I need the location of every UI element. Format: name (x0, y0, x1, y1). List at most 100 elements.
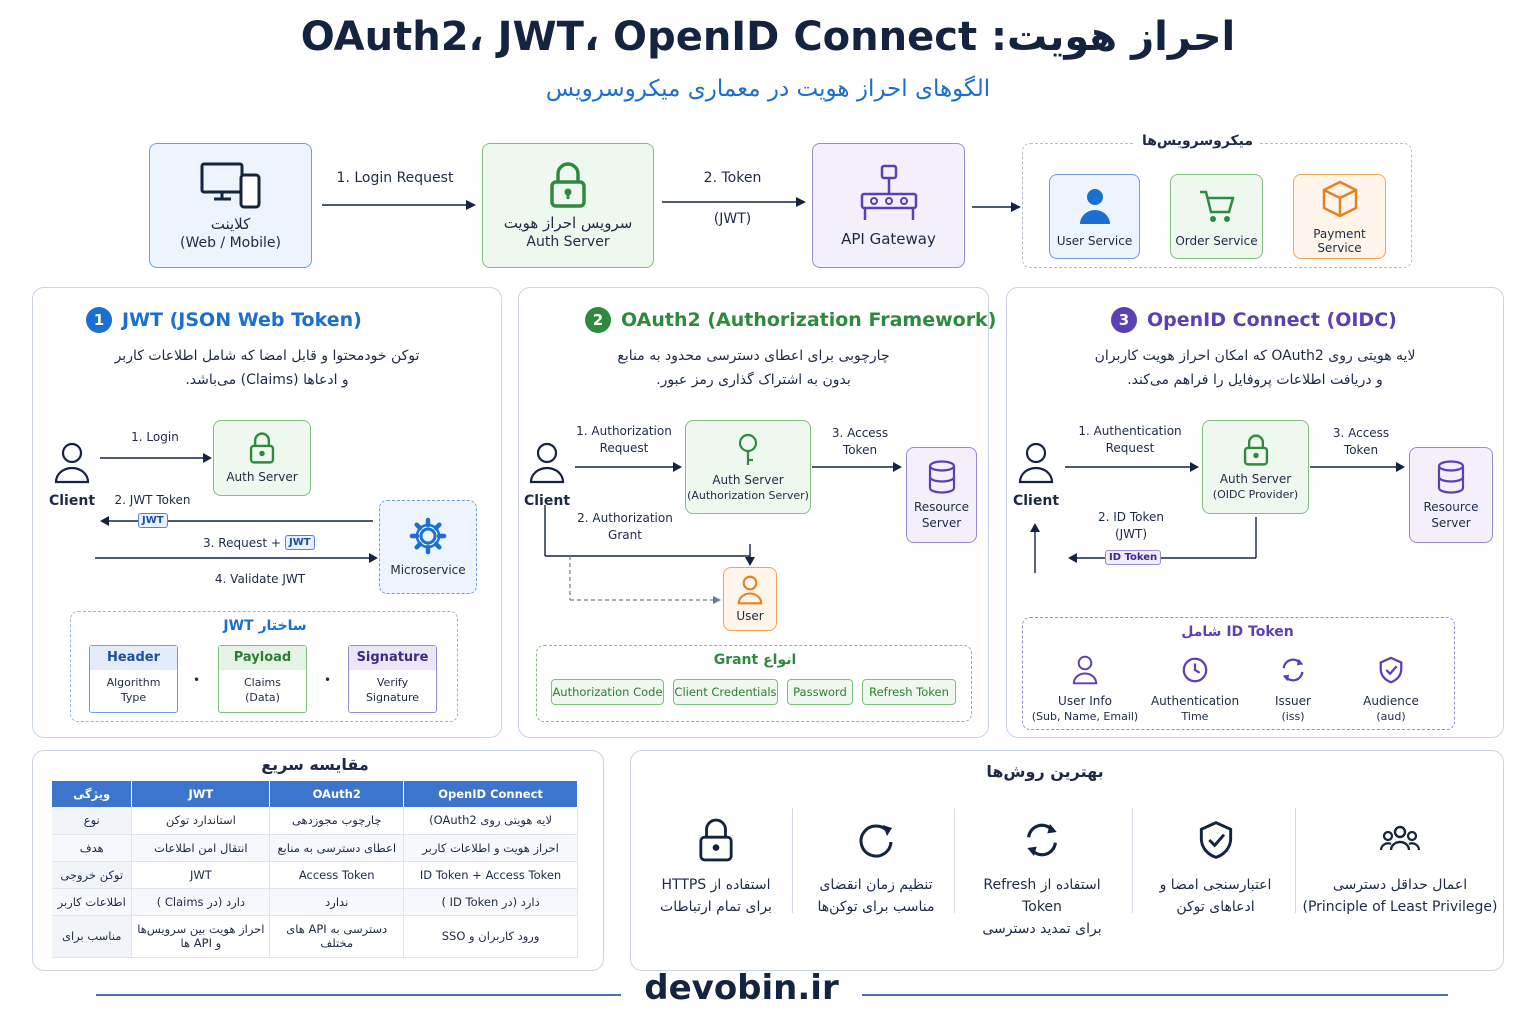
table-cell: چارچوب مجوزدهی (269, 807, 405, 835)
divider (1132, 808, 1133, 913)
jwt-structure-title: ساختار JWT (223, 618, 307, 634)
table-cell: احراز هویت و اطلاعات کاربر (403, 834, 578, 862)
arrow-login-label: 1. Login Request (336, 170, 454, 186)
jwt-part-name: Header (90, 646, 177, 670)
idtoken-item-line: Authentication (1150, 694, 1240, 708)
oidc-idtoken-title: ID Token شامل (1181, 624, 1294, 640)
oidc-step2-line: (JWT) (1114, 527, 1148, 541)
divider (792, 808, 793, 913)
idtoken-item-line: Audience (1363, 694, 1419, 708)
api-gateway-node: API Gateway (812, 143, 965, 268)
oidc-desc-line: و دریافت اطلاعات پروفایل را فراهم می‌کند… (1127, 372, 1383, 388)
table-cell: لایه هویتی روی OAuth2) (403, 807, 578, 835)
oidc-step2-line: 2. ID Token (1098, 510, 1164, 524)
arrow-token-label: 2. Token (703, 170, 762, 186)
cart-icon (1199, 190, 1235, 222)
idtoken-item-line: (iss) (1281, 710, 1305, 723)
client-person-icon (529, 442, 565, 484)
oidc-desc-line: لایه هویتی روی OAuth2 که امکان احراز هوی… (1094, 348, 1416, 364)
table-cell: اعطای دسترسی به منابع (269, 834, 405, 862)
jwt-part-header: Header Algorithm Type (89, 645, 178, 713)
shield-check-icon (1379, 656, 1403, 684)
idtoken-item-line: User Info (1058, 694, 1112, 708)
grant-client-credentials: Client Credentials (673, 679, 778, 705)
lock-icon (699, 818, 733, 862)
oauth-description: چارچوبی برای اعطای دسترسی محدود به منابع… (528, 344, 979, 392)
oidc-description: لایه هویتی روی OAuth2 که امکان احراز هوی… (1016, 344, 1494, 392)
oidc-auth-server-node: Auth Server (OIDC Provider) (1202, 420, 1309, 514)
oauth-number-badge: 2 (585, 307, 611, 333)
oauth-step3-label: 3. Access Token (818, 425, 902, 459)
oauth-step3-line: 3. Access (831, 426, 889, 440)
idtoken-audience: Audience (aud) (1351, 655, 1431, 723)
jwt-step3-label: 3. Request + (203, 536, 281, 550)
best-practice-item: استفاده از HTTPS برای تمام ارتباطات (640, 818, 792, 918)
jwt-client-label: Client (48, 493, 96, 509)
grant-authorization-code: Authorization Code (551, 679, 664, 705)
jwt-part-separator: • (193, 673, 201, 687)
user-service-node: User Service (1049, 174, 1140, 259)
database-icon (1437, 460, 1465, 494)
arrow-login (322, 200, 476, 210)
footer-line-right (862, 994, 1448, 996)
divider (954, 808, 955, 913)
oidc-res-label: Resource (1423, 500, 1479, 514)
user-icon (737, 575, 763, 605)
jwt-part-separator: • (324, 673, 332, 687)
oidc-client-label: Client (1012, 493, 1060, 509)
lock-icon (550, 161, 586, 208)
compare-header-cell: JWT (131, 781, 271, 807)
best-practice-line: اعتبارسنجی امضا و (1159, 877, 1272, 893)
best-practice-line: استفاده از HTTPS (661, 877, 771, 893)
shield-check-icon (1199, 821, 1232, 859)
jwt-part-payload: Payload Claims (Data) (218, 645, 307, 713)
grant-password: Password (787, 679, 853, 705)
user-icon (1079, 188, 1110, 224)
table-cell: JWT (131, 861, 271, 889)
gear-icon (409, 517, 447, 555)
oauth-step1-line: 1. Authorization (576, 424, 672, 438)
best-practices-title: بهترین روش‌ها (986, 762, 1104, 781)
table-row: توکن خروجی JWT Access Token ID Token + A… (52, 861, 578, 889)
oauth-user-node: User (723, 567, 777, 631)
compare-header-cell: ویژگی (52, 781, 133, 807)
table-cell: دسترسی به API های مختلف (269, 915, 405, 958)
jwt-token-pill: JWT (138, 513, 168, 528)
table-cell: ورود کاربران و SSO (403, 915, 578, 958)
page-title: احراز هویت: OAuth2، JWT، OpenID Connect (300, 14, 1236, 60)
jwt-request-pill: JWT (285, 535, 315, 550)
oidc-id-token-pill: ID Token (1105, 550, 1162, 565)
oauth-auth-server-node: Auth Server (Authorization Server) (685, 420, 811, 514)
compare-table: ویژگی JWT OAuth2 OpenID Connect نوع استا… (52, 781, 578, 958)
table-cell: انتقال امن اطلاعات (131, 834, 271, 862)
service-label: User Service (1056, 233, 1133, 248)
compare-title: مقایسه سریع (261, 755, 369, 774)
oauth-res-sub: Server (921, 516, 962, 530)
oauth-user-label: User (736, 609, 764, 623)
jwt-auth-server-label: Auth Server (226, 470, 298, 484)
jwt-step2-label: 2. JWT Token (114, 493, 191, 507)
oauth-res-label: Resource (913, 500, 970, 514)
table-cell: مناسب برای (52, 915, 133, 958)
oauth-step2-label: 2. Authorization Grant (570, 510, 680, 544)
order-service-node: Order Service (1170, 174, 1263, 259)
jwt-part-name: Payload (219, 646, 306, 670)
oidc-step3-label: 3. Access Token (1318, 425, 1404, 459)
jwt-part-line: Type (120, 691, 147, 704)
best-practice-line: استفاده از Refresh Token (983, 877, 1101, 915)
oauth-step1-line: Request (599, 441, 649, 455)
lock-icon (249, 432, 275, 464)
service-label: Payment Service (1313, 226, 1366, 255)
service-label: Order Service (1175, 233, 1258, 248)
oauth-grants-box (536, 645, 972, 722)
best-practice-line: مناسب برای توکن‌ها (817, 899, 935, 915)
oidc-auth-sub: (OIDC Provider) (1212, 487, 1299, 501)
auth-service-label: سرویس احراز هویت (503, 213, 633, 232)
table-cell: نوع (52, 807, 133, 835)
jwt-structure-box (70, 611, 458, 722)
oauth-client-label: Client (523, 493, 571, 509)
jwt-heading: 1 JWT (JSON Web Token) (86, 307, 362, 333)
auth-service-node: سرویس احراز هویت Auth Server (482, 143, 654, 268)
table-cell: دارد (در ID Token ) (403, 888, 578, 916)
client-person-icon (54, 442, 90, 484)
